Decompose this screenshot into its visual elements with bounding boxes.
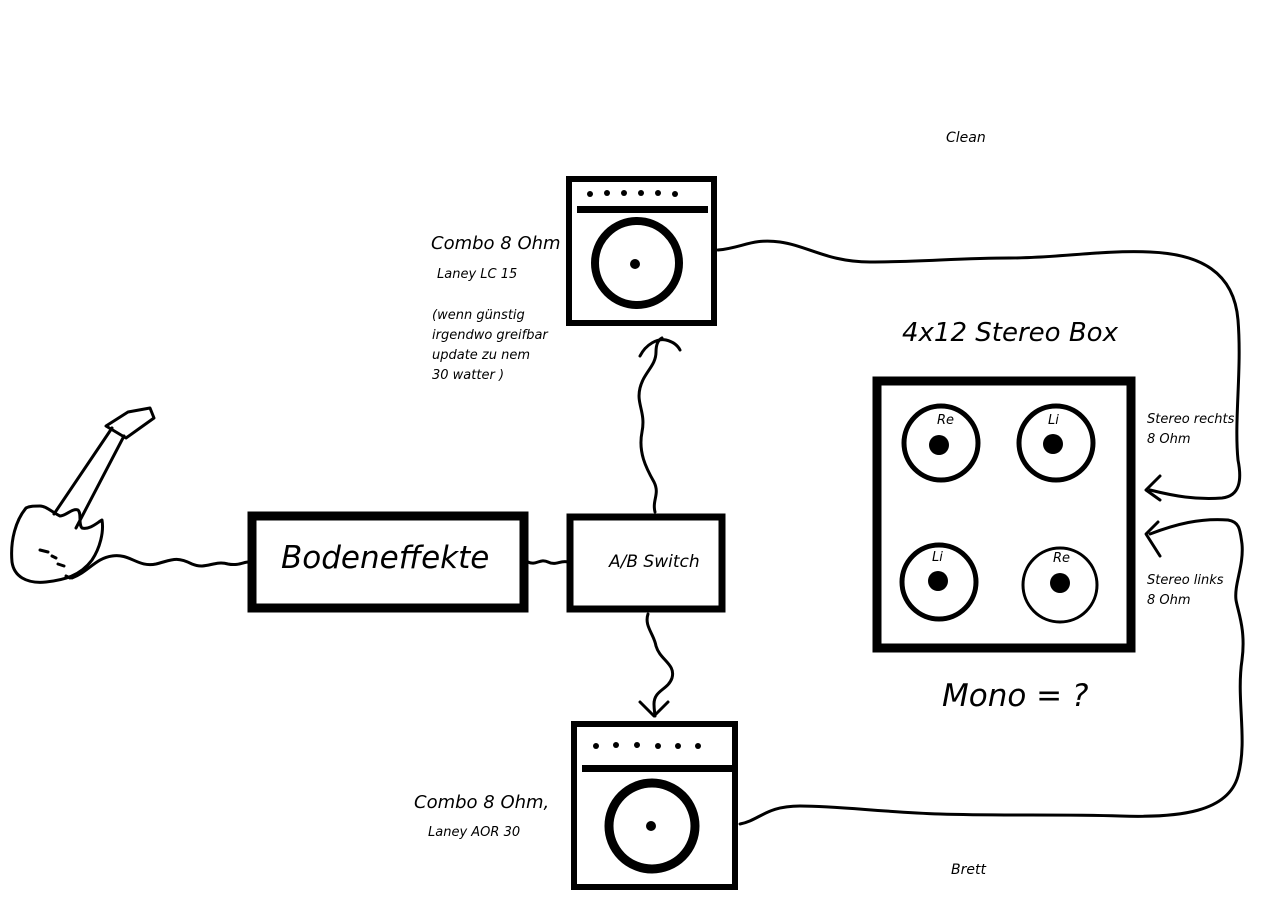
speaker-label-bottom-right: Re bbox=[1053, 551, 1071, 566]
cable-brett-to-cab bbox=[738, 518, 1245, 826]
stereo-left-label: Stereo links 8 Ohm bbox=[1147, 573, 1224, 608]
combo-amp-bottom-icon bbox=[571, 721, 738, 890]
combo-top-note: (wenn günstig irgendwo greifbar update z… bbox=[432, 308, 548, 383]
cable-switch-to-bottom-amp bbox=[645, 612, 675, 718]
combo-top-model: Laney LC 15 bbox=[437, 267, 518, 282]
speaker-label-bottom-left: Li bbox=[932, 550, 943, 565]
ab-switch-block bbox=[566, 513, 726, 613]
stereo-cabinet-icon bbox=[872, 376, 1136, 653]
combo-top-title: Combo 8 Ohm bbox=[431, 233, 561, 254]
cable-pedals-to-switch bbox=[526, 559, 570, 565]
speaker-icon bbox=[1016, 403, 1096, 483]
combo-bottom-title: Combo 8 Ohm, bbox=[414, 792, 550, 813]
brett-channel-label: Brett bbox=[951, 862, 986, 878]
speaker-icon bbox=[899, 542, 979, 622]
speaker-label-top-left: Re bbox=[937, 413, 955, 428]
speaker-icon bbox=[1021, 546, 1099, 624]
pedals-block bbox=[247, 511, 529, 613]
cable-switch-to-bottom-amp-arrowhead bbox=[638, 700, 670, 718]
cable-clean-to-cab bbox=[716, 239, 1242, 500]
clean-channel-label: Clean bbox=[946, 130, 986, 146]
ab-switch-label: A/B Switch bbox=[609, 552, 700, 572]
pedals-block-label: Bodeneffekte bbox=[281, 540, 490, 576]
guitar-icon bbox=[10, 406, 156, 584]
cable-guitar-to-pedals bbox=[70, 554, 250, 580]
cable-switch-to-top-amp-arrowhead bbox=[638, 338, 682, 358]
combo-amp-top-icon bbox=[566, 176, 717, 326]
cable-clean-arrowhead bbox=[1144, 474, 1162, 502]
speaker-label-top-right: Li bbox=[1048, 413, 1059, 428]
cable-brett-arrowhead bbox=[1144, 520, 1162, 558]
combo-bottom-model: Laney AOR 30 bbox=[428, 825, 521, 840]
stereo-right-label: Stereo rechts 8 Ohm bbox=[1147, 412, 1235, 447]
mono-question-label: Mono = ? bbox=[942, 678, 1089, 714]
cable-switch-to-top-amp bbox=[637, 336, 664, 514]
cabinet-title: 4x12 Stereo Box bbox=[902, 318, 1118, 348]
speaker-icon bbox=[901, 403, 981, 483]
